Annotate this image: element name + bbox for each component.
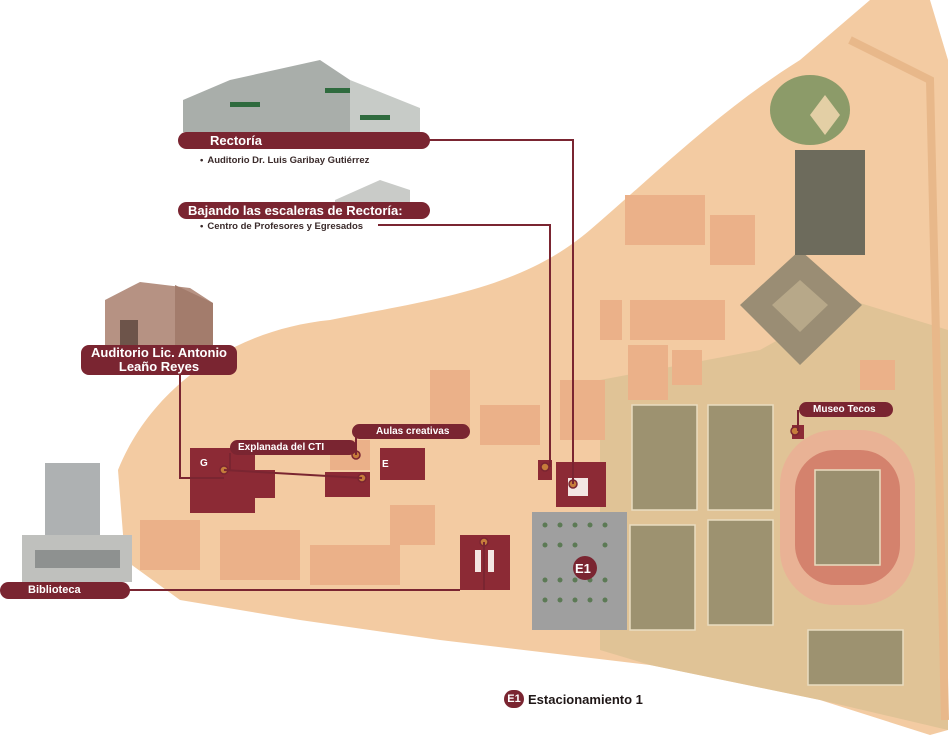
building-g-letter: G bbox=[200, 458, 208, 469]
biblioteca-illustration bbox=[22, 463, 132, 582]
label-auditorio-line2: Leaño Reyes bbox=[118, 359, 200, 374]
label-auditorio[interactable]: Auditorio Lic. Antonio Leaño Reyes bbox=[81, 345, 237, 375]
perimeter-road bbox=[848, 36, 949, 721]
label-explanada[interactable]: Explanada del CTI bbox=[230, 440, 357, 455]
label-museo[interactable]: Museo Tecos bbox=[799, 402, 893, 417]
label-aulas[interactable]: Aulas creativas bbox=[352, 424, 470, 439]
building-g bbox=[190, 448, 255, 513]
baseball-field-small bbox=[770, 75, 850, 145]
label-museo-text: Museo Tecos bbox=[813, 404, 876, 415]
label-biblioteca[interactable]: Biblioteca bbox=[0, 582, 130, 599]
building-e-letter: E bbox=[382, 459, 389, 470]
label-aulas-text: Aulas creativas bbox=[376, 426, 450, 437]
campus-buildings bbox=[140, 195, 895, 585]
rectoria-illustration bbox=[183, 60, 420, 132]
label-rectoria-text: Rectoría bbox=[210, 133, 263, 148]
bajando-illustration bbox=[335, 180, 410, 202]
bajando-sub: Centro de Profesores y Egresados bbox=[200, 221, 363, 232]
label-biblioteca-text: Biblioteca bbox=[28, 584, 81, 596]
label-bajando-text: Bajando las escaleras de Rectoría: bbox=[188, 203, 403, 218]
leader-lines bbox=[128, 139, 799, 591]
legend-badge: E1 bbox=[504, 690, 524, 708]
soccer-fields bbox=[629, 404, 904, 686]
label-bajando[interactable]: Bajando las escaleras de Rectoría: bbox=[178, 202, 430, 219]
label-auditorio-line1: Auditorio Lic. Antonio bbox=[91, 345, 227, 360]
auditorio-illustration bbox=[105, 282, 213, 345]
parking-marker-text: E1 bbox=[575, 561, 591, 576]
parking-trees bbox=[542, 522, 608, 603]
label-explanada-text: Explanada del CTI bbox=[238, 442, 325, 453]
tennis-courts bbox=[795, 150, 865, 255]
legend-text: Estacionamiento 1 bbox=[528, 692, 643, 707]
parking-marker bbox=[573, 556, 597, 580]
label-rectoria[interactable]: Rectoría bbox=[178, 132, 430, 149]
building-e bbox=[380, 448, 425, 480]
rectoria-sub: Auditorio Dr. Luis Garibay Gutiérrez bbox=[200, 155, 369, 166]
